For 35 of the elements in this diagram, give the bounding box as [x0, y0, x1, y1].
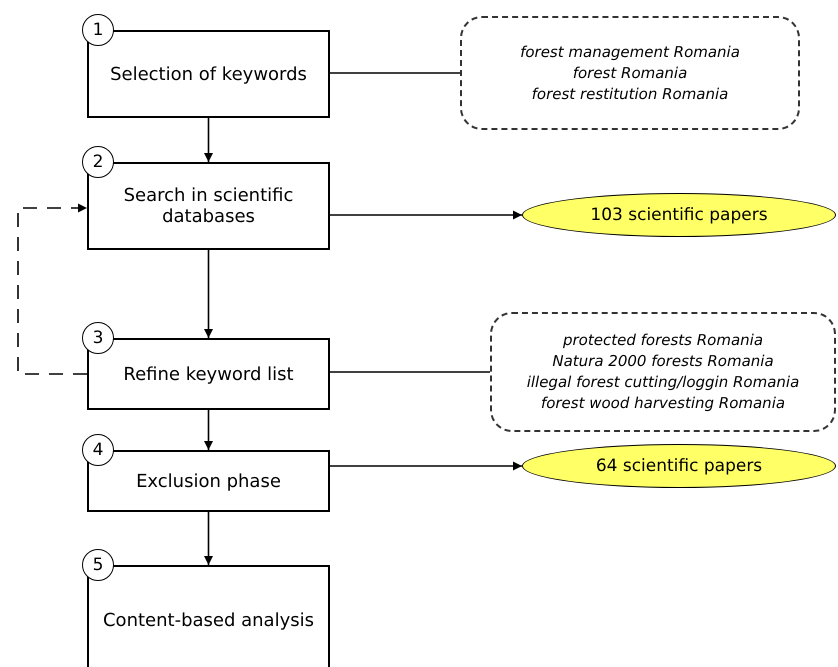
keyword: illegal forest cutting/loggin Romania — [526, 372, 800, 393]
step-label: Content-based analysis — [102, 610, 314, 630]
step-label: Exclusion phase — [136, 470, 281, 492]
arrow — [204, 410, 213, 450]
connector-line — [330, 72, 460, 74]
step-number-circle — [82, 549, 114, 581]
step-label: Refine keyword list — [123, 364, 294, 384]
step-number: 3 — [92, 328, 104, 348]
arrow — [330, 210, 522, 220]
keyword-list-box — [460, 16, 800, 130]
step-number: 5 — [92, 555, 104, 575]
arrow — [204, 512, 213, 565]
keyword: forest restitution Romania — [532, 84, 728, 104]
keyword: Natura 2000 forests Romania — [552, 351, 774, 372]
keyword: forest management Romania — [520, 42, 740, 62]
step-number-circle — [82, 146, 114, 178]
keyword-list-box — [490, 312, 836, 432]
keyword: forest wood harvesting Romania — [540, 393, 786, 414]
arrow — [17, 204, 87, 375]
result-label: 103 scientific papers — [590, 205, 768, 225]
connector-line — [330, 371, 490, 373]
step-number-circle — [82, 434, 114, 466]
step-number-circle — [82, 322, 114, 354]
result-label: 64 scientific papers — [596, 456, 762, 476]
keyword: protected forests Romania — [562, 330, 764, 351]
step-number-circle — [82, 14, 114, 46]
step-label: Selection of keywords — [110, 64, 307, 84]
arrow — [330, 462, 522, 470]
step-label: Search in scientific databases — [122, 185, 294, 227]
arrow — [204, 118, 213, 162]
step-number: 2 — [92, 152, 104, 172]
keyword: forest Romania — [572, 62, 688, 84]
step-number: 1 — [92, 20, 104, 40]
step-number: 4 — [92, 440, 104, 460]
arrow — [204, 250, 213, 338]
